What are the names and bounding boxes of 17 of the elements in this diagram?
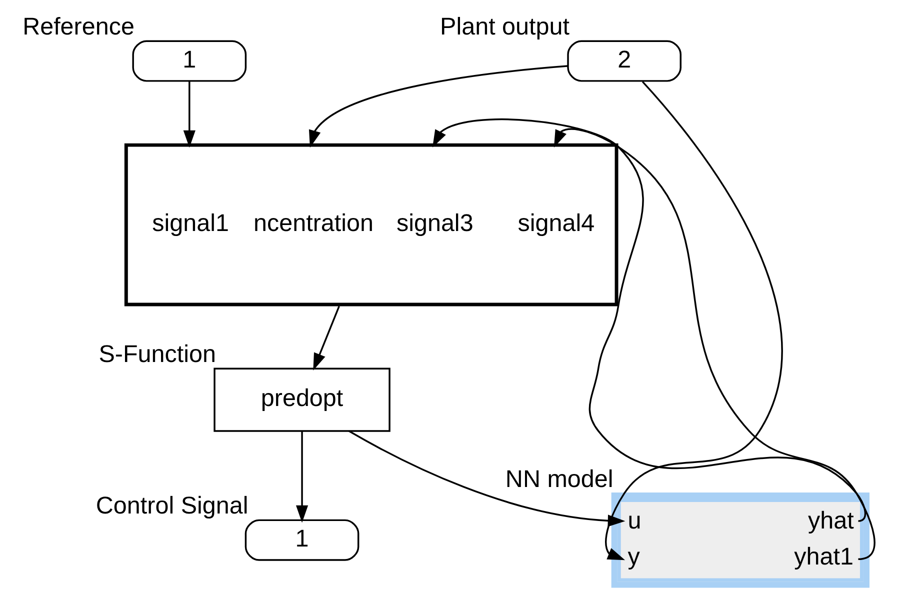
node-box: 1 xyxy=(132,40,247,82)
node-label: NN model xyxy=(505,466,614,493)
arrow xyxy=(308,65,568,148)
arrow xyxy=(183,81,196,148)
node-label: Reference xyxy=(22,14,134,41)
node-box: u yhat y yhat1 xyxy=(611,492,870,588)
node-label: Plant output xyxy=(440,14,570,41)
arrow xyxy=(432,118,866,522)
node-box: 2 xyxy=(567,40,682,82)
node-label: Control Signal xyxy=(96,492,248,520)
arrow xyxy=(313,306,340,371)
arrow xyxy=(554,128,876,560)
arrow xyxy=(605,81,782,560)
node-label: S-Function xyxy=(98,340,216,368)
node-box: 1 xyxy=(244,519,360,561)
node-box: predopt xyxy=(214,368,390,432)
arrow xyxy=(296,431,308,523)
